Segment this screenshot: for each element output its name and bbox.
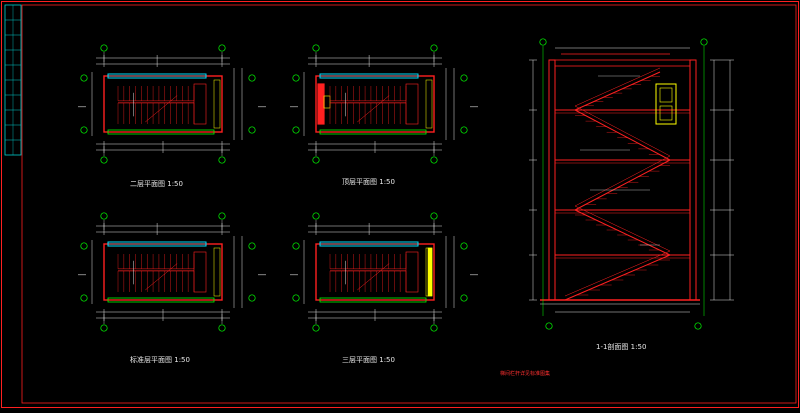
plan-1-grid-bubble-bottom (100, 156, 108, 164)
section-wall-left (548, 59, 556, 301)
section-grid-bubble (539, 38, 547, 46)
section-wall-right (689, 59, 697, 301)
section-window (655, 83, 677, 125)
plan-3-wall-end (213, 247, 221, 297)
plan-4-grid-bubble-top (430, 212, 438, 220)
plan-4-grid-bubble-left (292, 242, 300, 250)
plan-2-grid-bubble-top (312, 44, 320, 52)
section-roof (554, 59, 691, 67)
plan-3-grid-bubble-top (218, 212, 226, 220)
plan-1-grid-bubble-left (80, 74, 88, 82)
plan-3-wall (103, 243, 223, 301)
plan-2-grid-bubble-right (460, 126, 468, 134)
plan-4-grid-bubble-right (460, 294, 468, 302)
plan-4-break-line (357, 263, 390, 291)
plan-1-break-line (145, 95, 178, 123)
section-handrail (564, 250, 671, 297)
plan-2-grid-bubble-top (430, 44, 438, 52)
plan-2-grid-bubble-left (292, 74, 300, 82)
plan-1-landing (193, 83, 207, 125)
plan-4-grid-bubble-top (312, 212, 320, 220)
plan-4-wall-fill (427, 247, 433, 297)
plan-3-grid-bubble-right (248, 294, 256, 302)
plan-3-grid-bubble-bottom (218, 324, 226, 332)
section-grid-bubble (694, 322, 702, 330)
section-title: 1-1剖面图 1:50 (596, 343, 647, 351)
section-grid-bubble (700, 38, 708, 46)
plan-1-grid-bubble-right (248, 126, 256, 134)
section-handrail (574, 205, 671, 252)
plan-2-grid-bubble-left (292, 126, 300, 134)
plan-1-title: 二层平面图 1:50 (130, 180, 183, 188)
section-flight (574, 209, 671, 256)
section-handrail (574, 67, 661, 107)
plan-2-wall (315, 75, 435, 133)
plan-2-opening-bottom (319, 129, 427, 135)
plan-2-landing (405, 83, 419, 125)
plan-1-grid-bubble-bottom (218, 156, 226, 164)
plan-1-grid-bubble-top (218, 44, 226, 52)
plan-4-grid-bubble-bottom (312, 324, 320, 332)
section-flight (574, 71, 661, 111)
section-flight (574, 159, 671, 211)
plan-3-title: 标准层平面图 1:50 (130, 356, 190, 364)
section-grid-bubble (545, 322, 553, 330)
plan-3-grid-bubble-left (80, 294, 88, 302)
section-window-pane (659, 105, 673, 121)
plan-4-grid-bubble-right (460, 242, 468, 250)
footnote: 梯间栏杆详见标准图集 (500, 371, 551, 377)
plan-3-break-line (145, 263, 178, 291)
plan-3-landing (193, 251, 207, 293)
plan-3-grid-bubble-left (80, 242, 88, 250)
plan-4-landing (405, 251, 419, 293)
plan-1-wall-end (213, 79, 221, 129)
plan-3-grid-bubble-top (100, 212, 108, 220)
plan-1-grid-bubble-right (248, 74, 256, 82)
section-flight (564, 254, 671, 301)
plan-3-grid-bubble-bottom (100, 324, 108, 332)
plan-3-grid-bubble-right (248, 242, 256, 250)
plan-4-grid-bubble-bottom (430, 324, 438, 332)
section-handrail (574, 105, 671, 157)
plan-2-grid-bubble-right (460, 74, 468, 82)
plan-2-wall-thick (317, 83, 325, 125)
plan-4-opening-bottom (319, 297, 427, 303)
plan-1-grid-bubble-top (100, 44, 108, 52)
plan-2-grid-bubble-bottom (430, 156, 438, 164)
plan-3-opening-bottom (107, 297, 215, 303)
plan-2-door (323, 95, 331, 109)
drawing-frame (21, 4, 797, 404)
plan-2-title: 顶层平面图 1:50 (342, 178, 395, 186)
section-handrail (574, 155, 671, 207)
plan-2-wall-end (425, 79, 433, 129)
plan-2-break-line (357, 95, 390, 123)
plan-1-opening-bottom (107, 129, 215, 135)
plan-4-grid-bubble-left (292, 294, 300, 302)
plan-4-wall (315, 243, 435, 301)
plan-2-grid-bubble-bottom (312, 156, 320, 164)
plan-4-title: 三层平面图 1:50 (342, 356, 395, 364)
plan-1-wall (103, 75, 223, 133)
section-window-pane (659, 87, 673, 103)
section-flight (574, 109, 671, 161)
plan-1-grid-bubble-left (80, 126, 88, 134)
